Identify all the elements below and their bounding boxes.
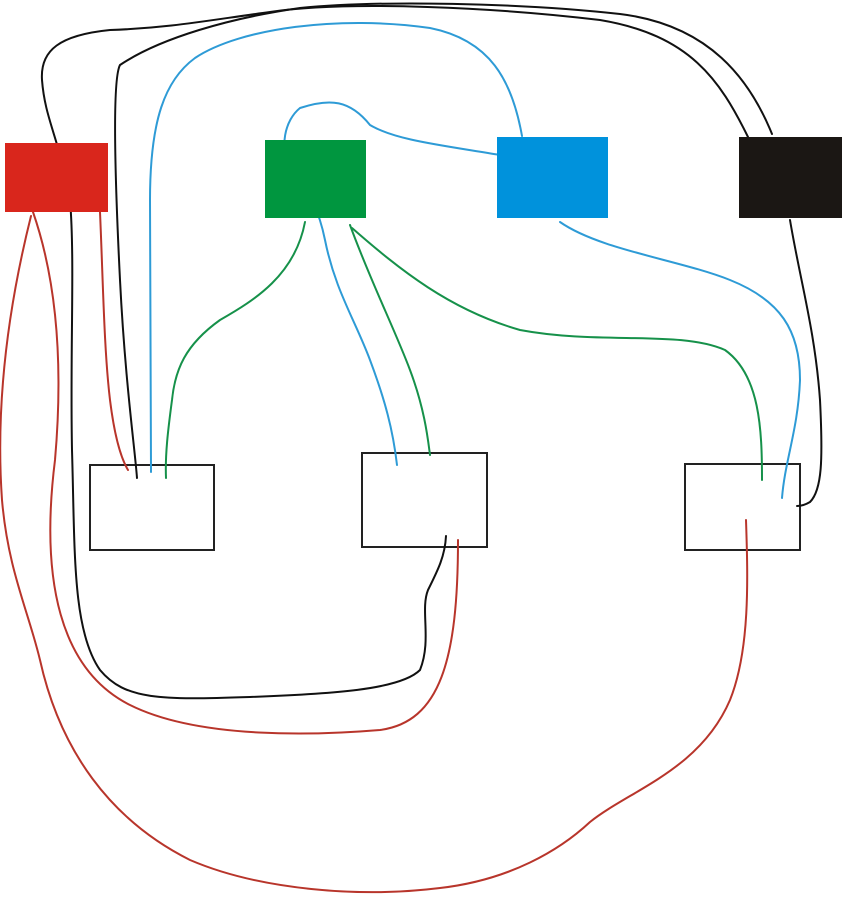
wire-black-to-middle-box — [40, 5, 749, 700]
wire-black-to-right-box — [789, 219, 823, 507]
source-block-black — [739, 137, 842, 218]
source-block-green — [265, 140, 366, 218]
wire-green-to-middle-box — [349, 224, 431, 456]
wire-blue-to-left-box — [149, 21, 523, 473]
target-box-left — [89, 464, 215, 551]
source-block-red — [5, 143, 108, 212]
wire-green-to-left-box — [164, 221, 306, 479]
source-block-blue — [497, 137, 608, 218]
target-box-right — [684, 463, 801, 551]
wire-blue-to-right-box — [559, 221, 801, 499]
wire-red-to-right-box — [0, 215, 749, 894]
wire-red-to-middle-box — [32, 211, 459, 735]
wire-black-to-left-box — [114, 2, 773, 479]
wire-red-to-left-box — [99, 211, 129, 471]
target-box-middle — [361, 452, 488, 548]
wire-green-to-right-box — [351, 227, 763, 481]
